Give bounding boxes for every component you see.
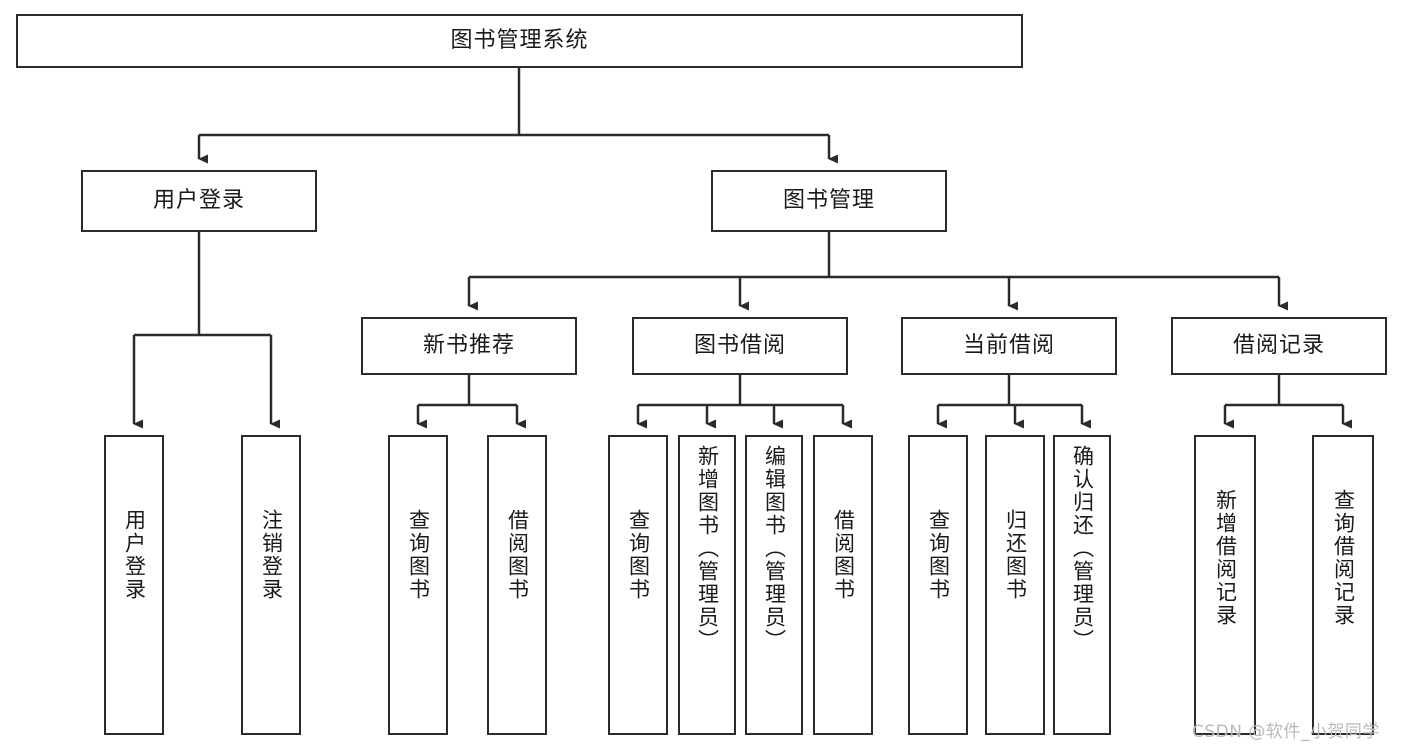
node-leaf-query-book-1[interactable]: 查询图书 bbox=[388, 435, 448, 735]
node-root-system[interactable]: 图书管理系统 bbox=[16, 14, 1023, 68]
node-leaf-return-book[interactable]: 归还图书 bbox=[985, 435, 1045, 735]
node-leaf-query-book-2-label: 查询图书 bbox=[626, 509, 651, 601]
node-leaf-borrow-book-1[interactable]: 借阅图书 bbox=[487, 435, 547, 735]
node-book-management[interactable]: 图书管理 bbox=[711, 170, 947, 232]
node-leaf-edit-book-admin[interactable]: 编辑图书（管理员） bbox=[745, 435, 803, 735]
node-leaf-confirm-return-admin[interactable]: 确认归还（管理员） bbox=[1053, 435, 1111, 735]
node-root-system-label: 图书管理系统 bbox=[450, 27, 589, 53]
node-leaf-query-book-2[interactable]: 查询图书 bbox=[608, 435, 668, 735]
node-current-borrow[interactable]: 当前借阅 bbox=[901, 317, 1117, 375]
node-leaf-borrow-book-1-label: 借阅图书 bbox=[505, 509, 530, 601]
node-leaf-return-book-label: 归还图书 bbox=[1003, 509, 1028, 601]
node-borrow-record[interactable]: 借阅记录 bbox=[1171, 317, 1387, 375]
node-new-book-recommend[interactable]: 新书推荐 bbox=[361, 317, 577, 375]
node-leaf-add-book-admin-label: 新增图书（管理员） bbox=[695, 445, 720, 652]
node-leaf-query-book-3-label: 查询图书 bbox=[926, 509, 951, 601]
node-leaf-add-borrow-record[interactable]: 新增借阅记录 bbox=[1194, 435, 1256, 735]
watermark-text: CSDN @软件_小贺同学 bbox=[1192, 722, 1380, 742]
node-leaf-add-book-admin[interactable]: 新增图书（管理员） bbox=[678, 435, 736, 735]
node-book-borrow-label: 图书借阅 bbox=[693, 332, 786, 358]
node-leaf-add-borrow-record-label: 新增借阅记录 bbox=[1213, 489, 1238, 627]
node-leaf-logout-login[interactable]: 注销登录 bbox=[241, 435, 301, 735]
node-borrow-record-label: 借阅记录 bbox=[1232, 332, 1325, 358]
node-book-management-label: 图书管理 bbox=[782, 187, 875, 213]
node-user-login[interactable]: 用户登录 bbox=[81, 170, 317, 232]
node-leaf-user-login-label: 用户登录 bbox=[122, 509, 147, 601]
node-leaf-query-borrow-record[interactable]: 查询借阅记录 bbox=[1312, 435, 1374, 735]
node-leaf-logout-login-label: 注销登录 bbox=[259, 509, 284, 601]
node-new-book-recommend-label: 新书推荐 bbox=[422, 332, 515, 358]
node-leaf-query-borrow-record-label: 查询借阅记录 bbox=[1331, 489, 1356, 627]
node-leaf-edit-book-admin-label: 编辑图书（管理员） bbox=[762, 445, 787, 652]
node-leaf-confirm-return-admin-label: 确认归还（管理员） bbox=[1070, 445, 1095, 652]
node-leaf-user-login[interactable]: 用户登录 bbox=[104, 435, 164, 735]
node-current-borrow-label: 当前借阅 bbox=[962, 332, 1055, 358]
node-leaf-borrow-book-2-label: 借阅图书 bbox=[831, 509, 856, 601]
node-leaf-query-book-1-label: 查询图书 bbox=[406, 509, 431, 601]
node-leaf-query-book-3[interactable]: 查询图书 bbox=[908, 435, 968, 735]
node-book-borrow[interactable]: 图书借阅 bbox=[632, 317, 848, 375]
node-leaf-borrow-book-2[interactable]: 借阅图书 bbox=[813, 435, 873, 735]
node-user-login-label: 用户登录 bbox=[152, 187, 245, 213]
